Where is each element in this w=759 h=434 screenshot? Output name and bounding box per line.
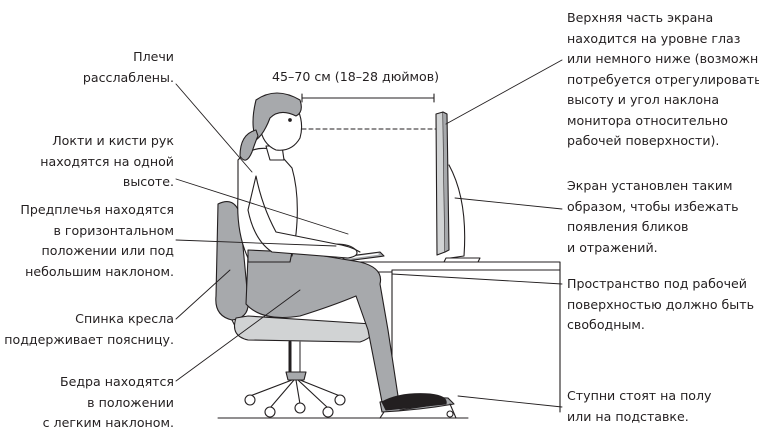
callout-line: свободным. (567, 317, 645, 332)
callout-feet: Ступни стоят на полу или на подставке. (567, 386, 712, 427)
callout-line: поддерживает поясницу. (4, 331, 174, 347)
callout-line: находятся на одной (40, 153, 174, 169)
callout-line: монитора относительно (567, 112, 728, 128)
callout-line: в горизонтальном (53, 222, 174, 238)
callout-line: или на подставке. (567, 408, 689, 424)
callout-line: находится на уровне глаз (567, 30, 741, 46)
distance-bracket (301, 93, 435, 103)
callout-line: Плечи (133, 49, 174, 64)
callout-line: и отражений. (567, 239, 658, 255)
callout-line: Спинка кресла (75, 311, 174, 326)
callout-line: Бедра находятся (59, 374, 174, 389)
callout-monitor-top: Верхняя часть экрана находится на уровне… (567, 8, 759, 152)
monitor (435, 111, 481, 263)
callout-thighs: Бедра находятся в положении с легким нак… (43, 372, 174, 434)
callout-chair-back: Спинка кресла поддерживает поясницу. (4, 309, 174, 350)
callout-line: небольшим наклоном. (25, 263, 174, 279)
callout-line: расслаблены. (82, 69, 174, 85)
callout-elbows-wrists: Локти и кисти рук находятся на одной выс… (40, 131, 174, 193)
leader-lines (175, 59, 563, 408)
callout-line: Локти и кисти рук (52, 133, 174, 148)
callout-shoulders: Плечи расслаблены. (83, 47, 174, 88)
callout-line: Экран установлен таким (567, 178, 733, 193)
callout-line: поверхностью должно быть (567, 296, 754, 312)
callout-line: рабочей поверхности). (567, 133, 720, 148)
callout-line: появления бликов (567, 219, 689, 234)
callout-line: Верхняя часть экрана (567, 10, 714, 25)
callout-line: Пространство под рабочей (567, 276, 747, 291)
callout-line: высоту и угол наклона (567, 92, 720, 107)
callout-line: с легким наклоном. (42, 415, 174, 430)
person (237, 92, 447, 411)
callout-line: Ступни стоят на полу (567, 388, 712, 403)
callout-line: Предплечья находятся (20, 202, 174, 217)
callout-line: высоте. (122, 174, 174, 189)
callout-line: положении или под (41, 243, 174, 258)
callout-line: или немного ниже (возможно, (567, 51, 759, 66)
callout-under-desk-space: Пространство под рабочей поверхностью до… (567, 274, 754, 336)
callout-line: образом, чтобы избежать (567, 198, 739, 214)
callout-screen-glare: Экран установлен таким образом, чтобы из… (567, 176, 739, 258)
callout-line: в положении (87, 394, 174, 410)
callout-forearms: Предплечья находятся в горизонтальном по… (20, 200, 174, 282)
chair (215, 201, 375, 418)
callout-line: потребуется отрегулировать (567, 71, 759, 87)
distance-label: 45–70 см (18–28 дюймов) (272, 69, 440, 84)
